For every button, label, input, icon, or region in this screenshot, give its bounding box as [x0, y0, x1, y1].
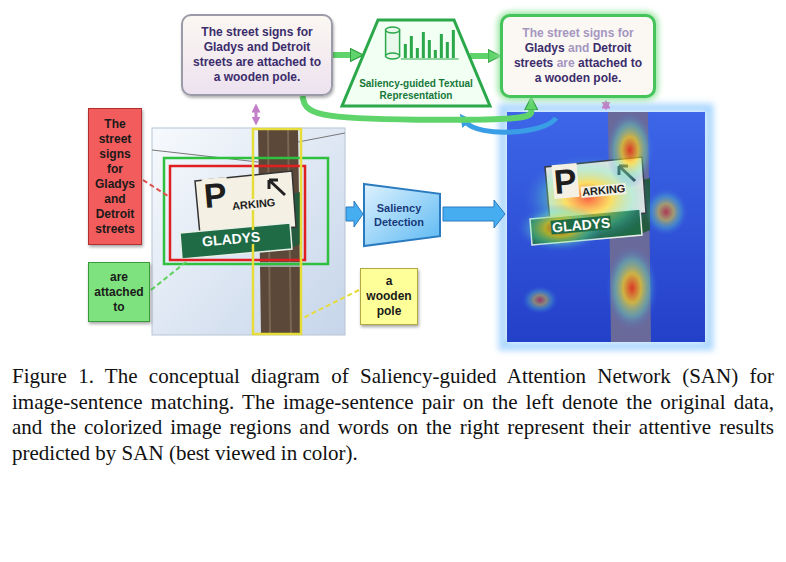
node-text: Saliency Detection — [366, 201, 432, 229]
node-text: a wooden pole — [363, 274, 415, 319]
saliency-map — [503, 108, 709, 346]
region-box — [170, 166, 305, 260]
photo — [152, 128, 345, 335]
flow-arrow — [346, 201, 363, 227]
flow-connector — [333, 52, 350, 58]
module-outline — [362, 182, 442, 248]
correspondence-arrow — [255, 108, 258, 121]
phrase-box: a wooden pole — [360, 268, 418, 325]
leader-line — [303, 290, 359, 318]
node-text: The street signs for Gladys and Detroit … — [189, 25, 325, 85]
sign-text: ARKING — [581, 183, 627, 198]
region-box — [164, 158, 328, 264]
sign-text: GLADYS — [551, 215, 612, 234]
figure-caption: Figure 1. The conceptual diagram of Sali… — [12, 364, 774, 466]
flow-connector — [470, 53, 488, 59]
correspondence-arrow — [605, 104, 608, 106]
sign-text: P — [202, 177, 230, 213]
sign-text: P — [552, 163, 580, 199]
saliency-detection-module: Saliency Detection — [362, 182, 442, 248]
sentence-box: The street signs for Gladys and Detroit … — [181, 14, 333, 96]
attended-sentence-box: The street signs for Gladys and Detroit … — [500, 14, 656, 98]
flow-arrow — [443, 200, 505, 228]
node-text: The street signs for Gladys and Detroit … — [91, 117, 139, 237]
leader-line — [151, 262, 186, 290]
phrase-box: The street signs for Gladys and Detroit … — [88, 108, 142, 245]
node-text: Saliency-guided Textual Representation — [348, 78, 484, 102]
node-text: are attached to — [91, 270, 147, 315]
sign-text: ARKING — [231, 197, 277, 212]
sign-text: GLADYS — [201, 229, 262, 248]
phrase-box: are attached to — [88, 262, 150, 322]
node-text: The street signs for Gladys and Detroit … — [509, 26, 647, 86]
textual-representation-module: Saliency-guided Textual Representation — [340, 18, 492, 108]
leader-line — [143, 180, 168, 196]
